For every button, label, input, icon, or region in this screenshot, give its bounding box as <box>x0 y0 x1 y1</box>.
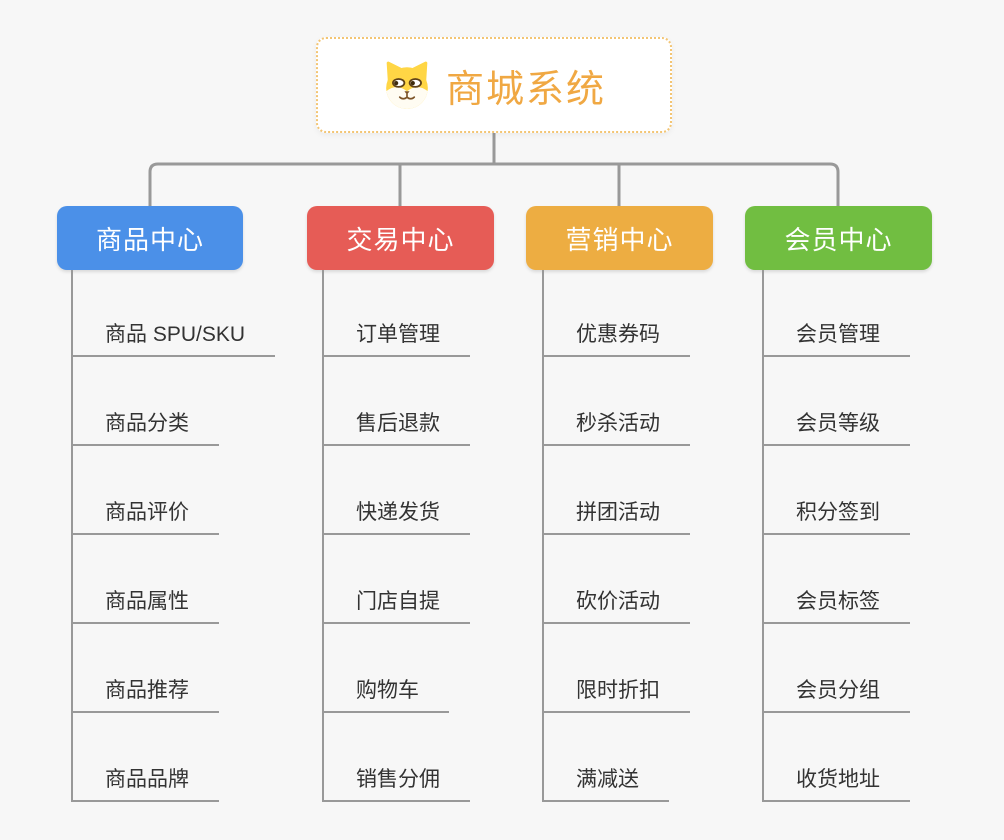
branch-node-member-center[interactable]: 会员中心 <box>745 206 932 270</box>
branch-children-trade: 订单管理 售后退款 快递发货 门店自提 购物车 销售分佣 <box>322 270 582 804</box>
branch-spine-line <box>71 270 73 802</box>
leaf-node[interactable]: 会员分组 <box>762 675 910 713</box>
branch-node-trade-center[interactable]: 交易中心 <box>307 206 494 270</box>
root-node[interactable]: 商城系统 <box>316 37 672 133</box>
leaf-node[interactable]: 订单管理 <box>322 319 470 357</box>
leaf-node[interactable]: 商品品牌 <box>71 764 219 802</box>
leaf-node[interactable]: 售后退款 <box>322 408 470 446</box>
branch-label: 交易中心 <box>346 224 455 255</box>
leaf-node[interactable]: 销售分佣 <box>322 764 470 802</box>
leaf-node[interactable]: 秒杀活动 <box>542 408 690 446</box>
leaf-node[interactable]: 满减送 <box>542 764 669 802</box>
dog-face-icon <box>386 61 428 109</box>
leaf-node[interactable]: 门店自提 <box>322 586 470 624</box>
branch-children-member: 会员管理 会员等级 积分签到 会员标签 会员分组 收货地址 <box>762 270 1004 804</box>
branch-label: 营销中心 <box>565 224 674 255</box>
leaf-node[interactable]: 积分签到 <box>762 497 910 535</box>
leaf-node[interactable]: 商品 SPU/SKU <box>71 319 276 357</box>
leaf-node[interactable]: 商品推荐 <box>71 675 219 713</box>
leaf-node[interactable]: 拼团活动 <box>542 497 690 535</box>
branch-children-marketing: 优惠券码 秒杀活动 拼团活动 砍价活动 限时折扣 满减送 <box>542 270 802 804</box>
branch-label: 商品中心 <box>95 224 204 255</box>
root-title: 商城系统 <box>445 68 606 111</box>
leaf-node[interactable]: 商品属性 <box>71 586 219 624</box>
leaf-node[interactable]: 会员等级 <box>762 408 910 446</box>
leaf-node[interactable]: 收货地址 <box>762 764 910 802</box>
branch-label: 会员中心 <box>784 224 893 255</box>
branch-spine-line <box>762 270 764 802</box>
branch-node-product-center[interactable]: 商品中心 <box>57 206 243 270</box>
branch-node-marketing-center[interactable]: 营销中心 <box>526 206 713 270</box>
leaf-node[interactable]: 商品评价 <box>71 497 219 535</box>
leaf-node[interactable]: 限时折扣 <box>542 675 690 713</box>
leaf-node[interactable]: 优惠券码 <box>542 319 690 357</box>
leaf-node[interactable]: 商品分类 <box>71 408 219 446</box>
branch-spine-line <box>542 270 544 802</box>
leaf-node[interactable]: 会员管理 <box>762 319 910 357</box>
leaf-node[interactable]: 快递发货 <box>322 497 470 535</box>
leaf-node[interactable]: 会员标签 <box>762 586 910 624</box>
leaf-node[interactable]: 砍价活动 <box>542 586 690 624</box>
leaf-node[interactable]: 购物车 <box>322 675 449 713</box>
branch-children-product: 商品 SPU/SKU 商品分类 商品评价 商品属性 商品推荐 商品品牌 <box>71 270 331 804</box>
branch-spine-line <box>322 270 324 802</box>
